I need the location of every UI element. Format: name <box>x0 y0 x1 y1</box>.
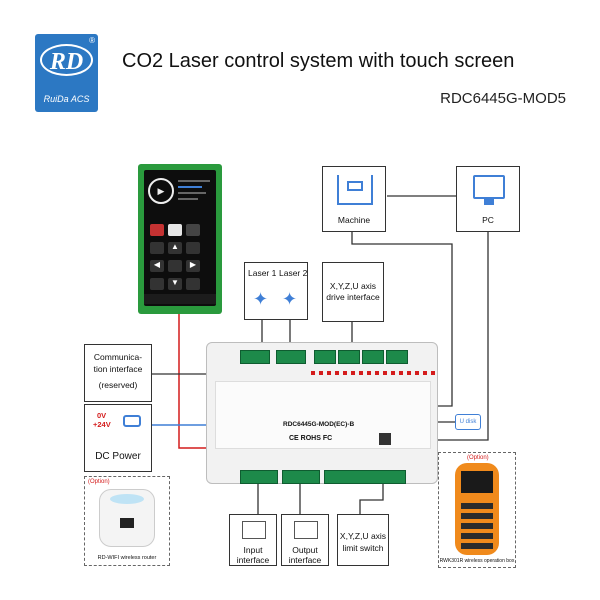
play-icon: ▶ <box>148 178 174 204</box>
limit-switch-connector <box>324 470 406 484</box>
wire-machine <box>351 232 453 407</box>
key <box>150 278 164 290</box>
power-24v-label: +24V <box>93 420 111 429</box>
board-model-label: RDC6445G-MOD(EC)-B <box>283 421 355 428</box>
left-arrow-icon: ◀ <box>150 260 164 272</box>
ruida-logo: ® RD RuiDa ACS <box>35 34 98 112</box>
key <box>150 242 164 254</box>
status-line <box>178 192 206 194</box>
input-label-line1: Input <box>243 545 263 555</box>
input-interface-box: Input interface <box>229 514 277 566</box>
communication-label-line2: tion interface <box>93 364 143 374</box>
machine-icon <box>337 175 373 205</box>
touch-screen-pcb: ▶ ▲ ◀ ▶ ▼ <box>138 164 222 314</box>
stop-key <box>150 224 164 236</box>
laser-beam-icon: ✦ <box>253 289 269 309</box>
limit-switch-box: X,Y,Z,U axis limit switch <box>337 514 389 566</box>
laser2-connector <box>276 350 306 364</box>
controller-board: RDC6445G-MOD(EC)-B CE ROHS FC <box>206 342 438 484</box>
status-line <box>178 186 202 188</box>
output-interface-box: Output interface <box>281 514 329 566</box>
power-plug-icon <box>123 415 141 427</box>
key <box>186 224 200 236</box>
pc-box: PC <box>456 166 520 232</box>
bottom-nav-bar <box>144 294 216 304</box>
machine-gantry <box>347 181 363 191</box>
dc-power-box: 0V +24V DC Power <box>84 404 152 472</box>
key <box>168 260 182 272</box>
laser-box: Laser 1 Laser 2 ✦ ✦ <box>244 262 308 320</box>
machine-box: Machine <box>322 166 386 232</box>
page-title: CO2 Laser control system with touch scre… <box>122 50 515 72</box>
laser2-label: Laser 2 <box>279 268 308 278</box>
key <box>168 224 182 236</box>
wire-limit <box>359 484 384 514</box>
output-label-line2: interface <box>288 555 322 565</box>
machine-label: Machine <box>337 215 371 225</box>
axis-connector <box>386 350 408 364</box>
output-circuit-icon <box>294 521 318 539</box>
input-label-line2: interface <box>236 555 270 565</box>
limit-label-line2: limit switch <box>342 543 384 553</box>
output-label-line1: Output <box>292 545 318 555</box>
wifi-router-panel: (Option) RD-WIFI wireless router <box>84 476 170 566</box>
status-line <box>178 180 210 182</box>
router-light <box>110 494 144 504</box>
remote-device <box>455 463 499 555</box>
input-connector <box>240 470 278 484</box>
drive-interface-label: X,Y,Z,U axis drive interface <box>326 281 380 302</box>
axis-connector <box>362 350 384 364</box>
monitor-icon <box>473 175 505 199</box>
board-label-area <box>215 381 431 449</box>
status-line <box>178 198 198 200</box>
wifi-router-device <box>99 489 155 547</box>
model-number: RDC6445G-MOD5 <box>440 90 566 107</box>
registered-mark: ® <box>89 36 95 45</box>
wifi-option-label: (Option) <box>88 479 110 485</box>
wire-pc <box>437 232 489 441</box>
monitor-stand <box>484 199 494 205</box>
led-indicators <box>311 371 435 375</box>
power-0v-label: 0V <box>97 411 107 420</box>
logo-rd-mark: RD <box>40 44 93 76</box>
communication-label-line1: Communica- <box>93 352 143 362</box>
qr-code <box>379 433 391 445</box>
laser1-connector <box>240 350 270 364</box>
drive-interface-box: X,Y,Z,U axis drive interface <box>322 262 384 322</box>
usb-disk-icon: U disk <box>455 414 481 430</box>
communication-label-line3: (reserved) <box>98 380 138 390</box>
laser1-label: Laser 1 <box>248 268 277 278</box>
logo-subtitle: RuiDa ACS <box>43 94 90 104</box>
remote-caption: RWK301R wireless operation box <box>439 558 515 564</box>
board-certification-marks: CE ROHS FC <box>289 435 333 442</box>
input-circuit-icon <box>242 521 266 539</box>
axis-connector <box>338 350 360 364</box>
router-port <box>120 518 134 528</box>
communication-box: Communica- tion interface (reserved) <box>84 344 152 402</box>
key <box>186 242 200 254</box>
wifi-caption: RD-WIFI wireless router <box>97 555 157 561</box>
up-arrow-icon: ▲ <box>168 242 182 254</box>
pc-label: PC <box>482 215 494 225</box>
remote-keypad <box>461 499 493 549</box>
touch-screen-display: ▶ ▲ ◀ ▶ ▼ <box>144 170 216 306</box>
dc-power-label: DC Power <box>95 451 141 462</box>
right-arrow-icon: ▶ <box>186 260 200 272</box>
key <box>186 278 200 290</box>
down-arrow-icon: ▼ <box>168 278 182 290</box>
output-connector <box>282 470 320 484</box>
laser-beam-icon: ✦ <box>282 289 298 309</box>
remote-option-label: (Option) <box>467 455 489 461</box>
remote-panel: (Option) RWK301R wireless operation box <box>438 452 516 568</box>
remote-screen <box>461 471 493 493</box>
limit-label-line1: X,Y,Z,U axis <box>339 531 387 541</box>
axis-connector <box>314 350 336 364</box>
